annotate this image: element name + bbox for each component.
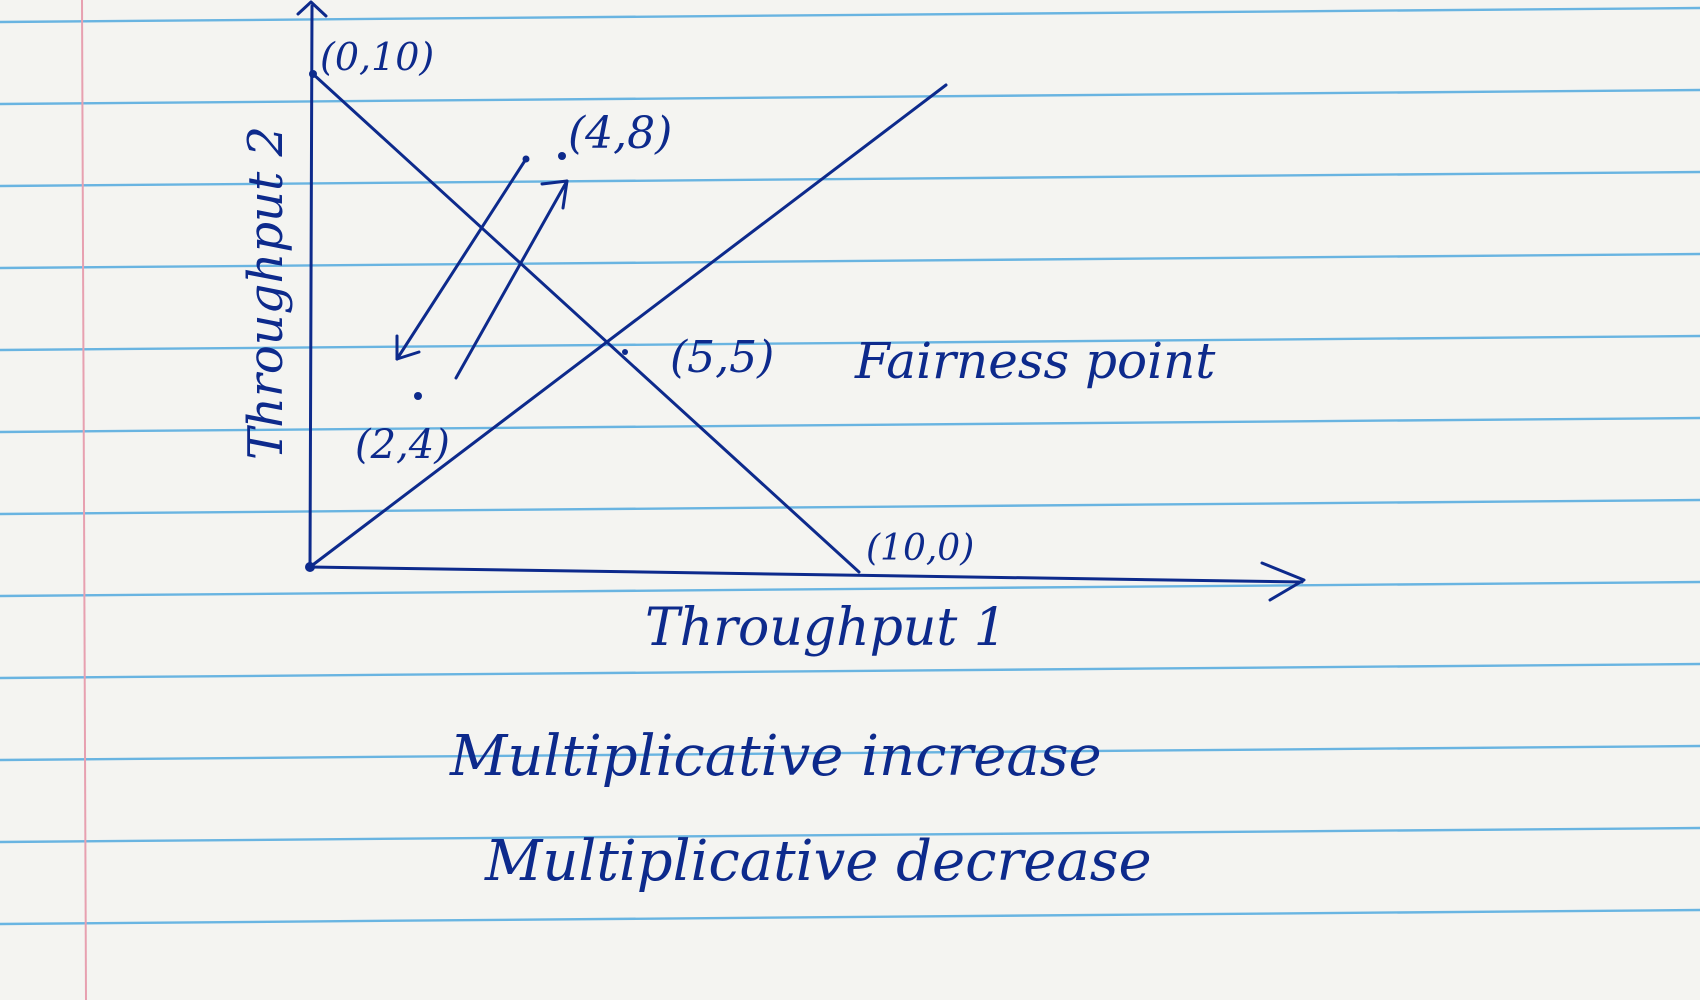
ruled-line: [0, 252, 1700, 270]
label-0-10: (0,10): [320, 35, 434, 79]
increase-arrowhead: [540, 179, 569, 210]
ruled-line: [0, 580, 1700, 598]
point-dots: [305, 70, 628, 572]
y-axis-arrowhead: [296, 0, 328, 18]
origin-dot: [305, 562, 315, 572]
margin-line: [81, 0, 87, 1000]
dot-4-8-prev: [522, 155, 530, 163]
ruled-line: [0, 416, 1700, 434]
ruled-line: [0, 908, 1700, 926]
ruled-line: [0, 88, 1700, 106]
ruled-line: [0, 744, 1700, 762]
dot-4-8: [558, 152, 566, 160]
diagram: [296, 0, 1306, 602]
dot-0-10: [309, 70, 317, 78]
dot-2-4: [414, 392, 422, 400]
fairness-line: [308, 83, 948, 569]
ruled-lines: [0, 6, 1700, 926]
label-2-4: (2,4): [355, 422, 450, 468]
y-axis: [308, 4, 314, 569]
caption-line-2: Multiplicative decrease: [484, 829, 1152, 894]
ruled-line: [0, 334, 1700, 352]
ruled-line: [0, 662, 1700, 680]
decrease-arrow: [395, 157, 528, 361]
y-axis-label: Throughput 2: [238, 126, 294, 460]
ruled-line: [0, 826, 1700, 844]
dot-5-5: [622, 349, 628, 355]
ruled-line: [0, 170, 1700, 188]
fairness-point-label: Fairness point: [854, 332, 1216, 390]
efficiency-line: [311, 72, 861, 574]
decrease-arrowhead: [395, 334, 421, 361]
ruled-line: [0, 6, 1700, 24]
caption-line-1: Multiplicative increase: [449, 724, 1102, 789]
label-5-5: (5,5): [670, 332, 774, 383]
ruled-line: [0, 498, 1700, 516]
increase-arrow: [454, 179, 569, 380]
label-4-8: (4,8): [568, 108, 672, 159]
x-axis-label: Throughput 1: [645, 598, 1007, 658]
x-axis: [308, 565, 1304, 584]
x-axis-arrowhead: [1260, 561, 1306, 602]
label-10-0: (10,0): [866, 528, 974, 569]
